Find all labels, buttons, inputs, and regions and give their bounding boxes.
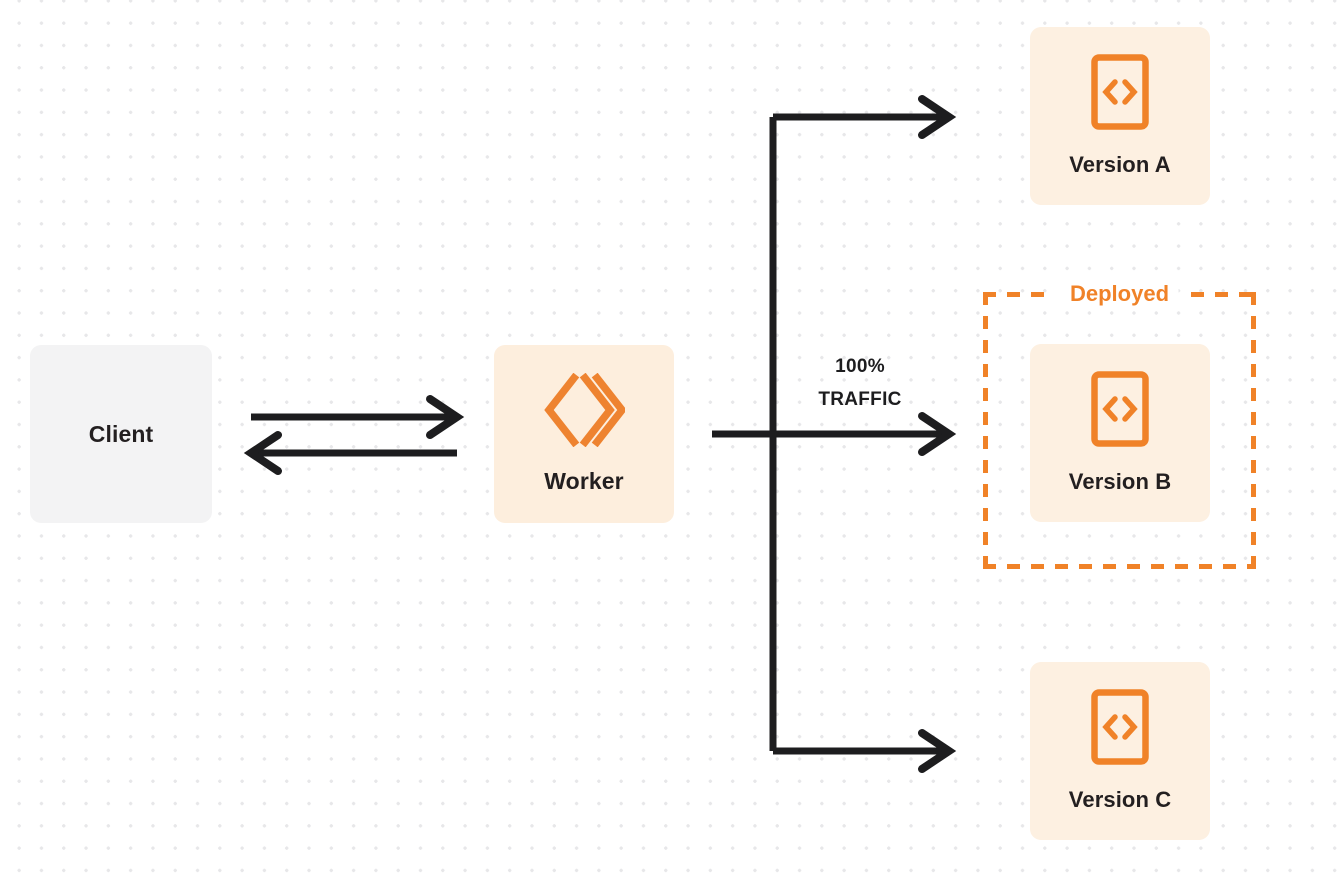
node-worker-label: Worker — [544, 468, 624, 494]
edge-worker-to-client — [243, 431, 457, 475]
node-worker[interactable]: Worker — [494, 345, 674, 523]
node-version-c-label: Version C — [1068, 787, 1172, 812]
node-client-label: Client — [88, 420, 154, 447]
edge-worker-to-version-a — [773, 95, 957, 139]
code-file-icon — [1091, 689, 1149, 770]
edge-worker-to-version-b — [712, 412, 957, 456]
node-version-b-label: Version B — [1068, 469, 1172, 494]
traffic-unit: TRAFFIC — [818, 389, 902, 411]
code-file-icon — [1091, 54, 1149, 135]
node-version-b[interactable]: Version B — [1030, 344, 1210, 522]
frame-border-top-left — [983, 292, 1048, 297]
code-file-icon — [1091, 371, 1149, 452]
traffic-label: 100% TRAFFIC — [790, 350, 930, 417]
node-version-a-label: Version A — [1069, 152, 1171, 177]
edge-client-to-worker — [251, 395, 465, 439]
node-version-c[interactable]: Version C — [1030, 662, 1210, 840]
edge-worker-to-version-c — [773, 729, 957, 773]
node-version-a[interactable]: Version A — [1030, 27, 1210, 205]
frame-border-left — [983, 292, 988, 569]
cloudflare-workers-logo-icon — [543, 372, 627, 452]
frame-border-right — [1251, 292, 1256, 569]
frame-border-top-right — [1191, 292, 1256, 297]
frame-border-bottom — [983, 564, 1256, 569]
deployed-group-label: Deployed — [1060, 283, 1179, 305]
traffic-percent: 100% — [835, 356, 885, 377]
node-client[interactable]: Client — [30, 345, 212, 523]
